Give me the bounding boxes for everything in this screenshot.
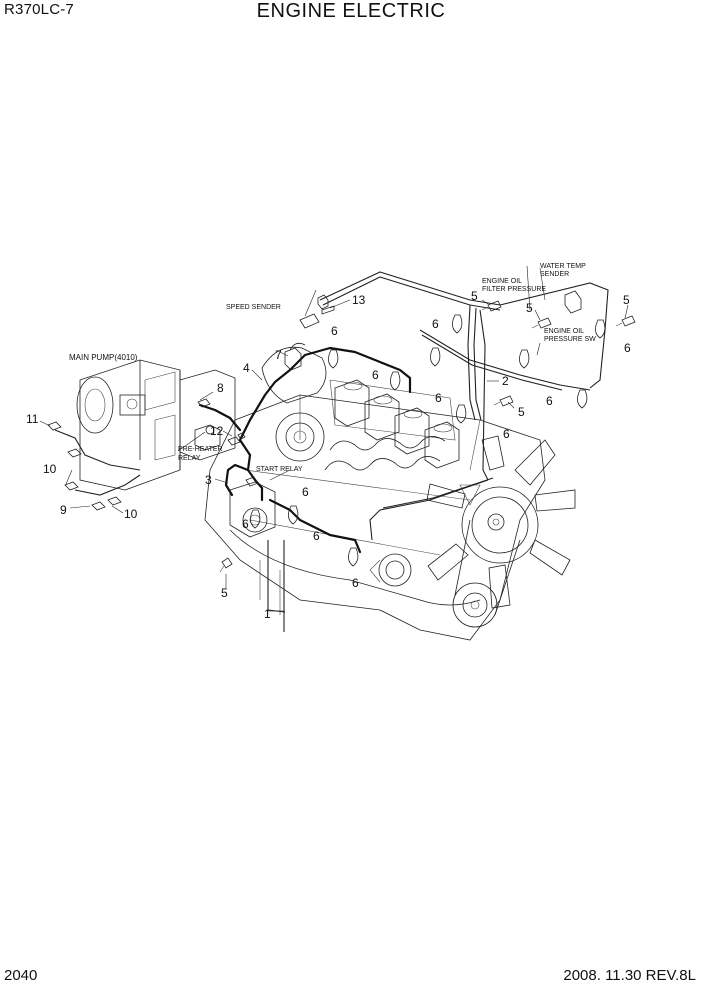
callout-5-oil-filter: 5 <box>471 289 478 303</box>
callout-1: 1 <box>264 607 271 621</box>
label-pre-heater-2: RELAY <box>178 455 201 462</box>
model-code: R370LC-7 <box>4 1 74 18</box>
callout-2: 2 <box>502 374 509 388</box>
page-number: 2040 <box>4 967 38 984</box>
callout-5-right: 5 <box>518 405 525 419</box>
label-engine-oil-filter-2: FILTER PRESSURE <box>482 286 546 293</box>
label-water-temp-2: SENDER <box>540 271 569 278</box>
sensors <box>47 290 636 573</box>
callout-7: 7 <box>275 348 282 362</box>
callout-9: 9 <box>60 503 67 517</box>
callout-6-a: 6 <box>331 324 338 338</box>
label-pre-heater-1: PRE-HEATER <box>178 446 223 453</box>
label-speed-sender: SPEED SENDER <box>226 304 281 311</box>
callout-6-g: 6 <box>503 427 510 441</box>
starter-motor <box>229 481 276 538</box>
sensor-pipes <box>54 271 609 632</box>
label-engine-oil-pressure-2: PRESSURE SW <box>544 336 596 343</box>
callout-4: 4 <box>243 361 250 375</box>
label-start-relay: START RELAY <box>256 466 303 473</box>
callout-11: 11 <box>26 412 39 426</box>
callout-10-b: 10 <box>124 507 138 521</box>
label-engine-oil-pressure-1: ENGINE OIL <box>544 328 584 335</box>
label-engine-oil-filter-1: ENGINE OIL <box>482 278 522 285</box>
cooling-fan <box>426 435 576 628</box>
wire-harness <box>198 346 412 554</box>
revision-date: 2008. 11.30 REV.8L <box>563 967 696 984</box>
main-pump <box>76 359 236 491</box>
callout-numbers: 1 2 3 4 5 5 5 5 5 6 6 6 6 6 6 6 6 6 6 6 … <box>26 289 631 621</box>
pipe-clips <box>250 314 606 567</box>
alternator <box>369 553 412 587</box>
callout-6-e: 6 <box>435 391 442 405</box>
callout-12: 12 <box>210 424 224 438</box>
callout-8: 8 <box>217 381 224 395</box>
callout-6-i: 6 <box>242 517 249 531</box>
callout-6-j: 6 <box>313 529 320 543</box>
callout-5-water-temp: 5 <box>623 293 630 307</box>
callout-5-speed: 5 <box>221 586 228 600</box>
callout-6-d: 6 <box>624 341 631 355</box>
callout-6-f: 6 <box>546 394 553 408</box>
label-water-temp-1: WATER TEMP <box>540 263 586 270</box>
callout-5-oil-pressure: 5 <box>526 301 533 315</box>
callout-13: 13 <box>352 293 366 307</box>
callout-3: 3 <box>205 473 212 487</box>
callout-6-b: 6 <box>432 317 439 331</box>
page-title: ENGINE ELECTRIC <box>256 0 446 22</box>
callout-leaders <box>39 265 629 612</box>
engine-block <box>204 342 546 641</box>
callout-6-h: 6 <box>302 485 309 499</box>
callout-6-c: 6 <box>372 368 379 382</box>
label-main-pump: MAIN PUMP(4010) <box>69 353 138 362</box>
callout-6-k: 6 <box>352 576 359 590</box>
callout-10-a: 10 <box>43 462 57 476</box>
component-labels: MAIN PUMP(4010) SPEED SENDER ENGINE OIL … <box>69 263 596 473</box>
